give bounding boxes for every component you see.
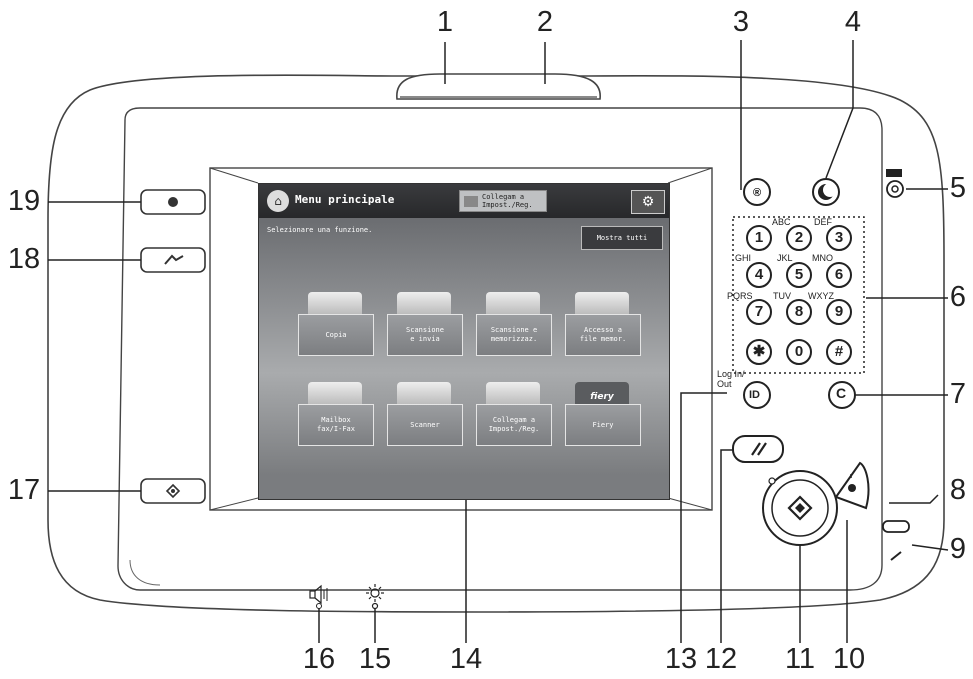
callout-18: 18 (7, 243, 41, 275)
instruction-text: Selezionare una funzione. (267, 226, 373, 234)
callout-12: 12 (704, 643, 738, 675)
callout-4: 4 (844, 6, 862, 38)
key-letters-mno: MNO (812, 253, 833, 263)
callout-2: 2 (536, 6, 554, 38)
callout-13: 13 (664, 643, 698, 675)
callout-10: 10 (832, 643, 866, 675)
clear-key-label: C (836, 385, 847, 401)
main-power-indicator-icon (886, 169, 902, 177)
key-0[interactable]: 0 (786, 339, 812, 365)
callout-3: 3 (732, 6, 750, 38)
key-2[interactable]: 2 (786, 225, 812, 251)
callout-1: 1 (436, 6, 454, 38)
callout-14: 14 (449, 643, 483, 675)
tile-shortcut-settings[interactable]: Collegam a Impost./Reg. (476, 382, 552, 448)
main-menu-icon: ⌂ (267, 190, 289, 212)
tile-label: Collegam a Impost./Reg. (476, 404, 552, 446)
tile-label: Scansione e invia (387, 314, 463, 356)
tile-label: Mailbox fax/I-Fax (298, 404, 374, 446)
numeric-keypad-area (732, 216, 865, 374)
status-bar (259, 474, 669, 499)
callout-7: 7 (949, 378, 967, 410)
tile-label: Accesso a file memor. (565, 314, 641, 356)
key-8[interactable]: 8 (786, 299, 812, 325)
key-6[interactable]: 6 (826, 262, 852, 288)
callout-16: 16 (302, 643, 336, 675)
screen-title: Menu principale (295, 193, 395, 206)
tile-label: Scanner (387, 404, 463, 446)
key-letters-pqrs: PQRS (727, 291, 753, 301)
key-letters-wxyz: WXYZ (808, 291, 834, 301)
key-18[interactable] (140, 247, 206, 273)
id-key-label: ID (749, 389, 760, 401)
panel-top-bump (396, 73, 601, 100)
shortcut-label: Collegam a Impost./Reg. (482, 193, 533, 209)
touch-panel-display[interactable]: ⌂ Menu principale Collegam a Impost./Reg… (258, 183, 670, 500)
callout-9: 9 (949, 533, 967, 565)
fiery-logo-text: fiery (590, 392, 614, 402)
clear-key[interactable] (828, 381, 856, 409)
key-letters-tuv: TUV (773, 291, 791, 301)
start-icon (787, 495, 813, 521)
volume-icon (309, 584, 328, 609)
panel-inner-face (117, 107, 883, 591)
show-all-button[interactable]: Mostra tutti (581, 226, 663, 250)
tile-mailbox-fax[interactable]: Mailbox fax/I-Fax (298, 382, 374, 448)
key-letters-ghi: GHI (735, 253, 752, 263)
key-4[interactable]: 4 (746, 262, 772, 288)
tile-label: Copia (298, 314, 374, 356)
tile-copy[interactable]: Copia (298, 292, 374, 358)
tile-scan-and-store[interactable]: Scansione e memorizzaz. (476, 292, 552, 358)
key-7[interactable]: 7 (746, 299, 772, 325)
tile-scan-and-send[interactable]: Scansione e invia (387, 292, 463, 358)
callout-5: 5 (949, 172, 967, 204)
id-log-in-out-key[interactable] (743, 381, 771, 409)
callout-19: 19 (7, 185, 41, 217)
settings-gear-button[interactable]: ⚙ (631, 190, 665, 214)
reset-key[interactable] (732, 435, 784, 463)
callout-lines (48, 40, 949, 643)
tile-label: Scansione e memorizzaz. (476, 314, 552, 356)
log-in-out-label: Log In/ Out (717, 369, 745, 389)
key-1[interactable]: 1 (746, 225, 772, 251)
callout-17: 17 (7, 474, 41, 506)
tile-access-stored-files[interactable]: Accesso a file memor. (565, 292, 641, 358)
key-3[interactable]: 3 (826, 225, 852, 251)
tile-label: Fiery (565, 404, 641, 446)
callout-6: 6 (949, 281, 967, 313)
shortcut-button[interactable]: Collegam a Impost./Reg. (459, 190, 547, 212)
key-letters-abc: ABC (772, 217, 791, 227)
key-hash[interactable]: # (826, 339, 852, 365)
shortcut-icon (464, 196, 478, 207)
callout-8: 8 (949, 474, 967, 506)
panel-outer-body (47, 74, 945, 613)
key-star[interactable]: ✱ (746, 339, 772, 365)
tile-fiery[interactable]: fiery Fiery (565, 382, 641, 448)
stop-icon (848, 484, 856, 492)
key-letters-def: DEF (814, 217, 832, 227)
counter-check-key[interactable] (743, 178, 771, 206)
callout-15: 15 (358, 643, 392, 675)
main-power-lamp (882, 520, 910, 533)
svg-text:®: ® (753, 187, 761, 199)
key-5[interactable]: 5 (786, 262, 812, 288)
brightness-icon (366, 584, 384, 610)
key-9[interactable]: 9 (826, 299, 852, 325)
stylus-pen (890, 551, 902, 561)
callout-11: 11 (784, 643, 816, 675)
key-letters-jkl: JKL (777, 253, 793, 263)
tile-scanner[interactable]: Scanner (387, 382, 463, 448)
panel-inner-ledge (129, 559, 161, 586)
